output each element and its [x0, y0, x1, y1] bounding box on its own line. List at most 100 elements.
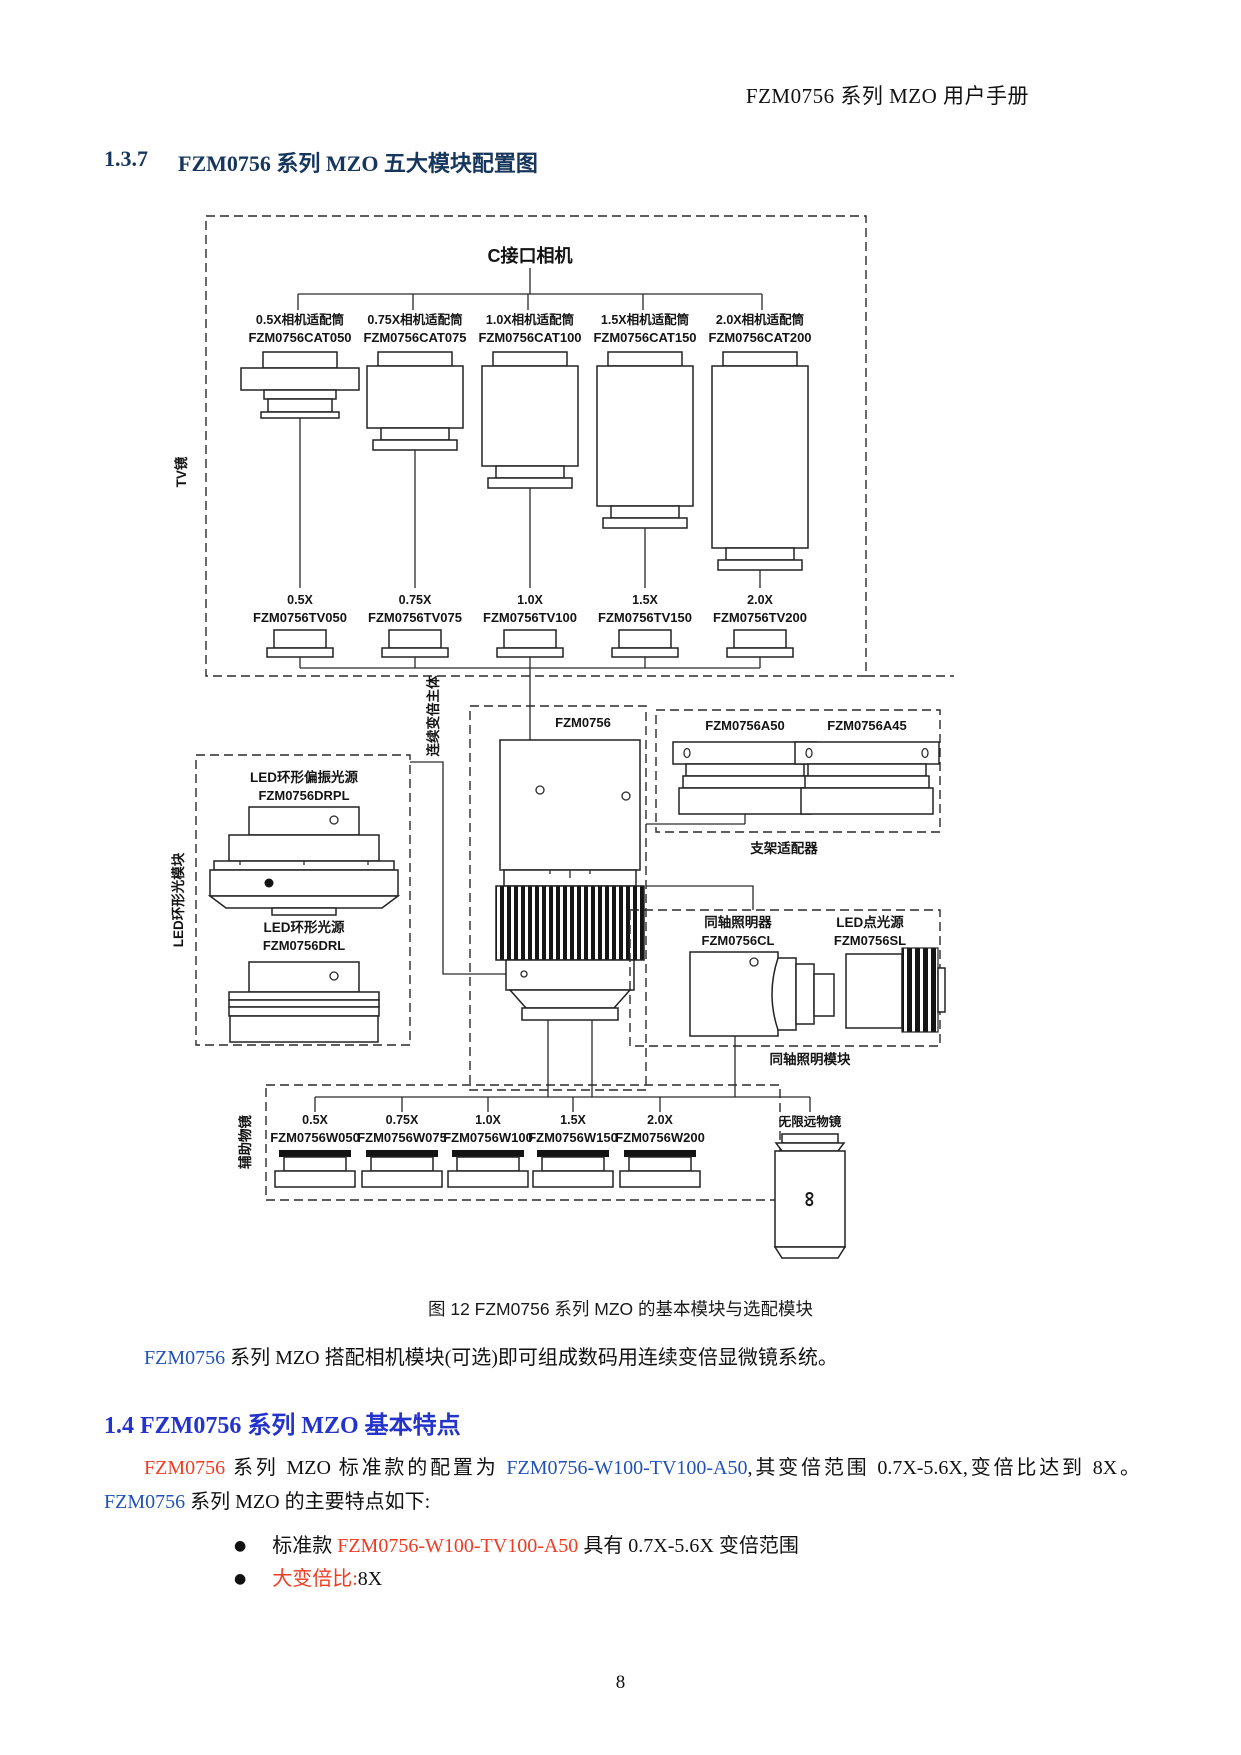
ring-light-drawing — [228, 961, 380, 1043]
objective-name-4: 2.0X — [647, 1113, 673, 1127]
objective-model-3: FZM0756W150 — [528, 1130, 618, 1145]
objective-name-1: 0.75X — [386, 1113, 419, 1127]
tv-section: TV镜 C接口相机 0.5X相机适配筒 FZM0756CAT050 0.75X相… — [173, 215, 954, 740]
tv-bus-lines — [299, 657, 761, 740]
bullet-1-post: 具有 0.7X-5.6X 变倍范围 — [578, 1535, 799, 1557]
module-diagram-svg: TV镜 C接口相机 0.5X相机适配筒 FZM0756CAT050 0.75X相… — [170, 215, 954, 1259]
page-number: 8 — [615, 1672, 626, 1693]
model-link: FZM0756 — [144, 1347, 226, 1369]
objective-drawings — [274, 1150, 701, 1188]
bullet-icon: ● — [234, 1570, 247, 1587]
objective-name-3: 1.5X — [560, 1113, 586, 1127]
tvlens-name-4: 2.0X — [747, 593, 773, 607]
tvlens-model-3: FZM0756TV150 — [598, 610, 692, 625]
coax-illuminator-model: FZM0756CL — [702, 933, 775, 948]
led-module-connector — [410, 761, 506, 975]
polarized-ring-drawing — [207, 806, 401, 916]
bracket-connector — [646, 814, 746, 825]
tv-section-dashed-box — [205, 215, 867, 677]
spot-light-name: LED点光源 — [836, 914, 904, 930]
adapter-drawing-05x — [240, 351, 360, 588]
model-link-2: FZM0756 — [104, 1490, 186, 1513]
bullet-2-text: 大变倍比:8X — [272, 1563, 382, 1596]
spot-light-drawing — [845, 947, 946, 1033]
bracket-adapter-module: FZM0756A50 FZM0756A45 支架适配器 — [646, 709, 941, 856]
objective-model-2: FZM0756W100 — [443, 1130, 533, 1145]
main-zoom-body: 连续变倍主体 FZM0756 — [425, 675, 647, 1097]
paragraph-features: FZM0756 系列 MZO 标准款的配置为 FZM0756-W100-TV10… — [104, 1452, 1140, 1519]
coax-illuminator-drawing — [689, 951, 835, 1037]
objectives-section: 辅助物镜 0.5X FZM0756W050 0.75X FZM0756W075 … — [237, 1084, 847, 1259]
main-body-model: FZM0756 — [555, 715, 611, 730]
main-body-dashed-box — [469, 705, 647, 1091]
adapter-model-2: FZM0756CAT100 — [478, 330, 581, 345]
objective-model-4: FZM0756W200 — [615, 1130, 705, 1145]
tv-lens-drawings — [266, 629, 794, 740]
paragraph-intro-text: 系列 MZO 搭配相机模块(可选)即可组成数码用连续变倍显微镜系统。 — [225, 1347, 838, 1369]
infinity-objective: 无限远物镜 ∞ — [773, 1114, 847, 1259]
bullet-1-model: FZM0756-W100-TV100-A50 — [337, 1535, 579, 1557]
infinity-objective-label: 无限远物镜 — [778, 1114, 842, 1129]
adapter-labels: 0.5X相机适配筒 FZM0756CAT050 0.75X相机适配筒 FZM07… — [248, 312, 811, 345]
tvlens-name-0: 0.5X — [287, 593, 313, 607]
objectives-bus-lines — [314, 1096, 811, 1112]
bullet-1-pre: 标准款 — [272, 1535, 338, 1557]
coaxial-module-label: 同轴照明模块 — [770, 1051, 851, 1067]
led-ring-dashed-box — [195, 754, 411, 1046]
model-red: FZM0756 — [144, 1457, 226, 1479]
page-header: FZM0756 系列 MZO 用户手册 — [745, 84, 1029, 108]
coax-illuminator-name: 同轴照明器 — [704, 914, 772, 930]
tvlens-model-4: FZM0756TV200 — [713, 610, 807, 625]
main-body-drawing — [495, 739, 645, 1097]
features-text-2: ,其变倍范围 0.7X-5.6X,变倍比达到 8X。 — [747, 1457, 1141, 1479]
bracket-a45-model: FZM0756A45 — [827, 718, 906, 733]
feature-bullets: ● 标准款 FZM0756-W100-TV100-A50 具有 0.7X-5.6… — [234, 1530, 799, 1596]
spot-light-model: FZM0756SL — [834, 933, 906, 948]
bullet-zoom-ratio: ● 大变倍比:8X — [234, 1563, 799, 1596]
bracket-a45-drawing — [794, 741, 940, 815]
section-1-4-heading: 1.4 FZM0756 系列 MZO 基本特点 — [104, 1413, 461, 1439]
c-mount-camera-label: C接口相机 — [488, 245, 573, 266]
tv-section-side-label: TV镜 — [173, 456, 189, 487]
adapter-drawing-075x — [366, 351, 464, 588]
bracket-a50-model: FZM0756A50 — [705, 718, 784, 733]
adapter-name-0: 0.5X相机适配筒 — [256, 312, 344, 327]
adapter-drawing-20x — [711, 351, 809, 588]
bracket-module-label: 支架适配器 — [749, 840, 818, 856]
bullet-icon: ● — [234, 1538, 247, 1554]
led-ring-side-label: LED环形光模块 — [170, 852, 186, 947]
bracket-dashed-box — [655, 709, 941, 833]
adapter-model-0: FZM0756CAT050 — [248, 330, 351, 345]
tv-lens-labels: 0.5X FZM0756TV050 0.75X FZM0756TV075 1.0… — [253, 593, 807, 625]
tvlens-model-1: FZM0756TV075 — [368, 610, 462, 625]
coaxial-connector — [646, 885, 754, 910]
camera-connector-lines — [297, 268, 763, 310]
objective-name-2: 1.0X — [475, 1113, 501, 1127]
ring-light-model: FZM0756DRL — [263, 938, 345, 953]
bracket-a50-drawing — [672, 741, 818, 815]
polarized-ring-name: LED环形偏振光源 — [250, 769, 358, 785]
section-1-3-7-heading: 1.3.7 FZM0756 系列 MZO 五大模块配置图 — [104, 146, 538, 178]
adapter-name-4: 2.0X相机适配筒 — [716, 312, 804, 327]
coaxial-module: 同轴照明器 FZM0756CL LED点光源 FZM0756SL 同轴照明模块 — [629, 885, 946, 1097]
bullet-standard-config: ● 标准款 FZM0756-W100-TV100-A50 具有 0.7X-5.6… — [234, 1530, 799, 1563]
features-text-1: 系列 MZO 标准款的配置为 — [225, 1457, 507, 1479]
objectives-dashed-box — [265, 1084, 781, 1201]
tvlens-model-0: FZM0756TV050 — [253, 610, 347, 625]
objectives-side-label: 辅助物镜 — [237, 1115, 253, 1169]
infinity-symbol: ∞ — [798, 1191, 823, 1207]
ring-light-name: LED环形光源 — [264, 919, 345, 935]
adapter-model-1: FZM0756CAT075 — [363, 330, 466, 345]
tvlens-name-1: 0.75X — [399, 593, 432, 607]
section-title: FZM0756 系列 MZO 五大模块配置图 — [178, 151, 538, 176]
section-number: 1.3.7 — [104, 146, 148, 171]
config-link: FZM0756-W100-TV100-A50 — [506, 1457, 748, 1479]
tvlens-model-2: FZM0756TV100 — [483, 610, 577, 625]
polarized-ring-model: FZM0756DRPL — [258, 788, 349, 803]
figure-caption: 图 12 FZM0756 系列 MZO 的基本模块与选配模块 — [427, 1299, 814, 1319]
tvlens-name-3: 1.5X — [632, 593, 658, 607]
objective-model-1: FZM0756W075 — [357, 1130, 447, 1145]
bullet-1-text: 标准款 FZM0756-W100-TV100-A50 具有 0.7X-5.6X … — [272, 1530, 799, 1563]
led-ring-module: LED环形光模块 LED环形偏振光源 FZM0756DRPL LED环形光源 F… — [170, 754, 506, 1046]
bullet-2-label: 大变倍比: — [272, 1567, 358, 1590]
